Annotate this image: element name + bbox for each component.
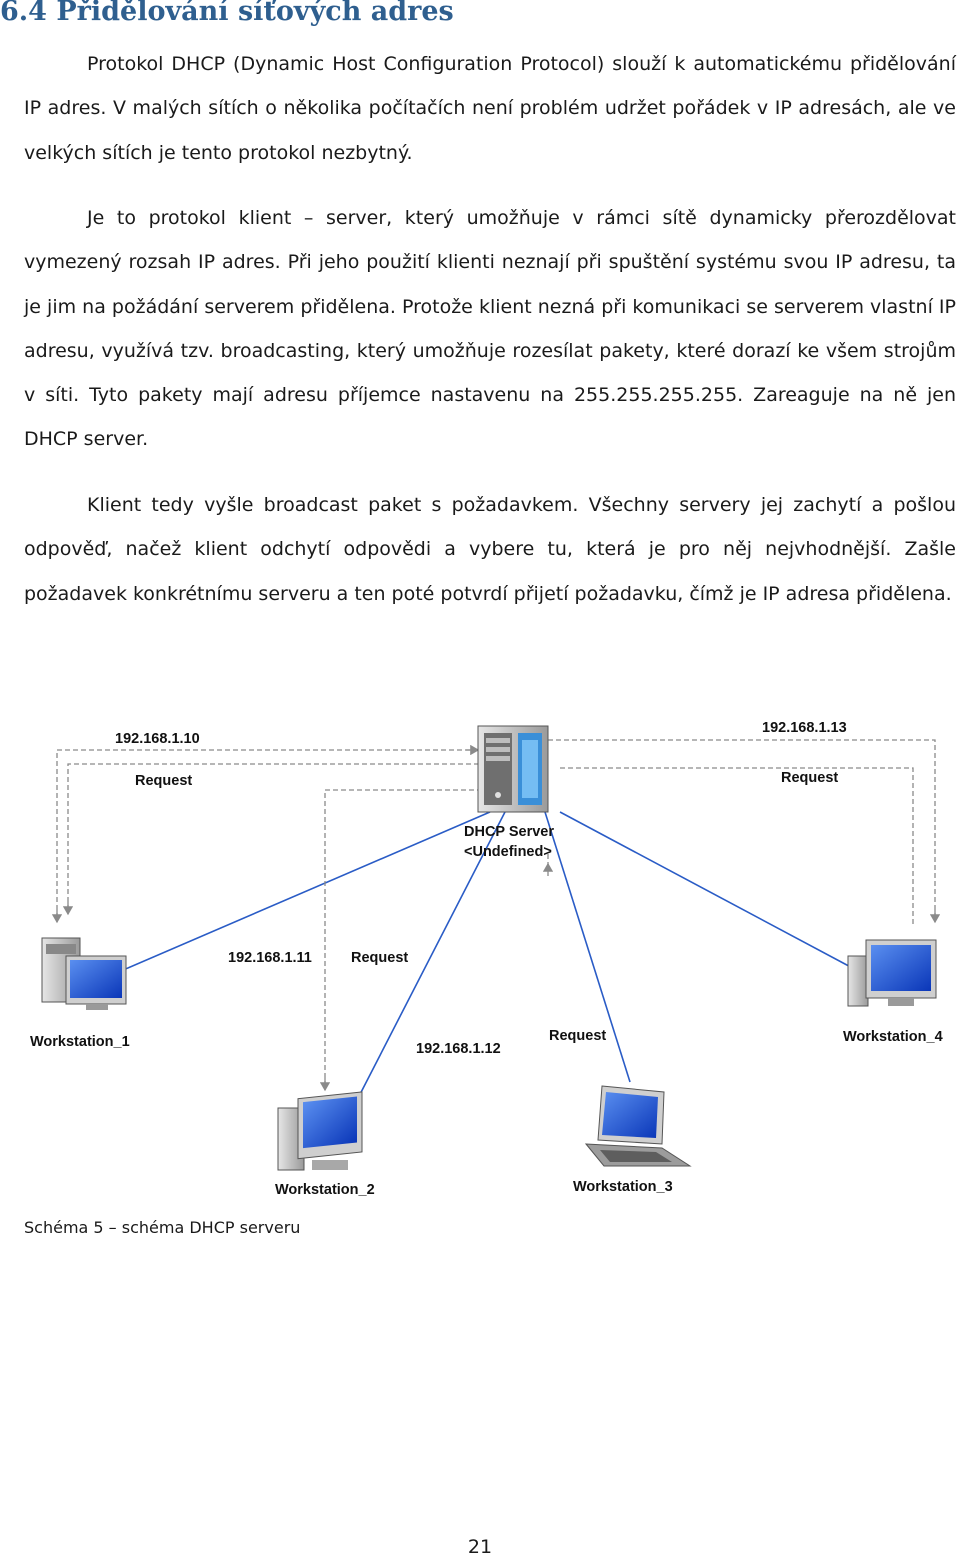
request-path-outer-left — [56, 749, 478, 918]
workstation-2-icon — [277, 1091, 363, 1171]
workstation-1-icon — [41, 937, 127, 1010]
request-path-inner-right — [560, 767, 914, 925]
page-number: 21 — [467, 1536, 493, 1558]
workstation-3-request: Request — [549, 1028, 606, 1044]
workstation-2-ip: 192.168.1.11 — [228, 950, 312, 966]
server-status-label: <Undefined> — [464, 844, 552, 860]
workstation-4-name: Workstation_4 — [843, 1029, 943, 1045]
section-heading: 6.4 Přidělování síťových adres — [0, 0, 454, 27]
request-path-ws2 — [324, 789, 478, 1086]
link-workstation-4 — [559, 811, 861, 973]
network-links — [99, 811, 861, 1105]
workstation-4-icon — [847, 939, 937, 1007]
request-paths — [51, 739, 941, 1092]
paragraph-broadcast: Klient tedy vyšle broadcast paket s poža… — [24, 494, 956, 605]
workstation-1-name: Workstation_1 — [30, 1034, 130, 1050]
link-workstation-3 — [544, 811, 631, 1083]
request-path-inner-left — [67, 763, 478, 910]
link-workstation-2 — [354, 811, 506, 1105]
paragraph-client-server: Je to protokol klient – server, který um… — [24, 207, 956, 451]
workstation-4-request: Request — [781, 770, 838, 786]
workstation-1-ip: 192.168.1.10 — [115, 731, 200, 747]
workstation-3-name: Workstation_3 — [573, 1179, 673, 1195]
workstation-3-icon — [584, 1085, 692, 1167]
figure-caption: Schéma 5 – schéma DHCP serveru — [24, 1218, 301, 1237]
workstation-2-name: Workstation_2 — [275, 1182, 375, 1198]
workstation-3-ip: 192.168.1.12 — [416, 1041, 501, 1057]
dhcp-network-diagram: DHCP Server <Undefined> Workstation_1 19… — [30, 720, 943, 1198]
workstation-1-request: Request — [135, 773, 192, 789]
paragraph-intro: Protokol DHCP (Dynamic Host Configuratio… — [24, 53, 956, 164]
server-icon — [477, 725, 549, 813]
server-name-label: DHCP Server — [464, 824, 554, 840]
link-workstation-1 — [99, 811, 491, 981]
request-path-wide-right — [548, 739, 936, 918]
workstation-2-request: Request — [351, 950, 408, 966]
workstation-4-ip: 192.168.1.13 — [762, 720, 847, 736]
